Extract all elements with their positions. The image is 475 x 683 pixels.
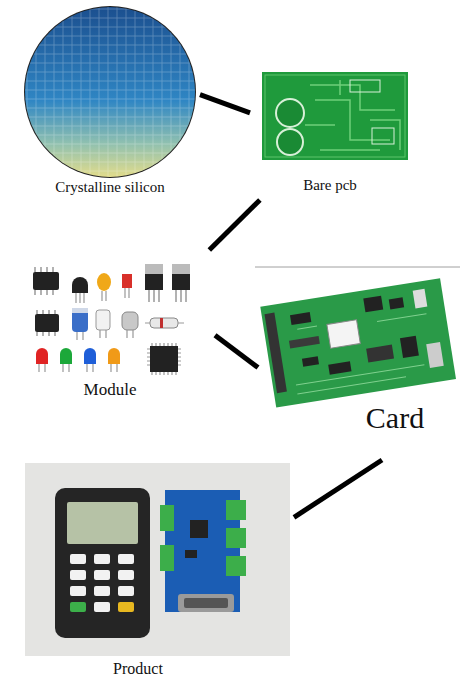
wafer-image	[24, 6, 196, 178]
connector-line	[294, 460, 382, 517]
image-caption: Module	[84, 380, 137, 400]
image-caption: Bare pcb	[303, 177, 357, 194]
image-caption: Product	[113, 660, 163, 678]
rule-line	[255, 267, 460, 268]
connector-line	[200, 95, 250, 113]
image-caption: Crystalline silicon	[55, 179, 165, 196]
bare-pcb-image	[262, 72, 408, 160]
product-photo	[25, 463, 290, 656]
card-image	[260, 278, 456, 407]
image-card: Bare pcb	[250, 68, 415, 200]
components-image	[33, 264, 190, 375]
connector-line	[209, 200, 260, 250]
image-card: Card	[258, 275, 458, 460]
image-caption: Card	[366, 401, 424, 436]
image-card: Product	[22, 460, 294, 680]
image-card: Crystalline silicon	[20, 5, 200, 200]
connector-line	[215, 335, 258, 367]
image-card: Module	[25, 250, 215, 405]
